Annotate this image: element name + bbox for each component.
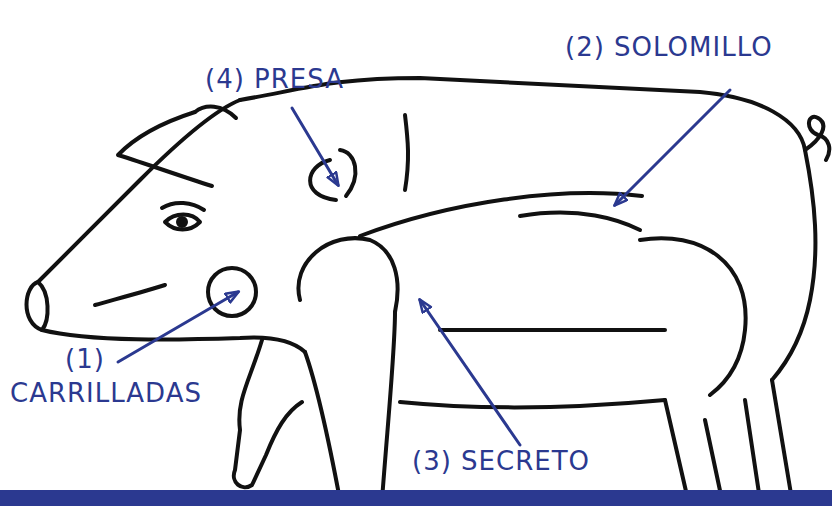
- eye: [165, 215, 200, 230]
- pupil: [178, 218, 186, 226]
- mouth: [95, 285, 165, 305]
- bent-front-leg: [234, 340, 302, 487]
- tail: [805, 117, 829, 160]
- back-line: [240, 78, 815, 380]
- snout: [27, 282, 48, 330]
- callout-label: (4) PRESA: [205, 62, 344, 96]
- pig-outline: [27, 78, 830, 500]
- ear: [118, 112, 212, 186]
- shoulder-line: [405, 115, 408, 190]
- hind-quarter: [640, 238, 746, 395]
- footer-band: [0, 490, 832, 506]
- leader-arrow: [615, 90, 730, 205]
- side-line: [360, 193, 642, 236]
- callout-label: (1) CARRILLADAS: [10, 342, 255, 410]
- leader-arrow: [420, 300, 520, 445]
- belly-line: [440, 328, 665, 332]
- leader-arrow: [292, 108, 338, 185]
- callout-label: (3) SECRETO: [412, 444, 590, 478]
- brow: [162, 203, 204, 210]
- leader-arrow: [118, 292, 238, 362]
- head-line: [38, 100, 240, 282]
- callout-label: (2) SOLOMILLO: [565, 30, 773, 64]
- underside: [400, 400, 665, 407]
- front-shoulder: [298, 238, 397, 312]
- loin-line: [520, 213, 640, 230]
- front-leg: [305, 312, 395, 500]
- cheek-area: [208, 268, 256, 316]
- ear-top: [195, 107, 236, 118]
- leader-lines: [118, 90, 730, 445]
- hind-leg: [665, 380, 792, 500]
